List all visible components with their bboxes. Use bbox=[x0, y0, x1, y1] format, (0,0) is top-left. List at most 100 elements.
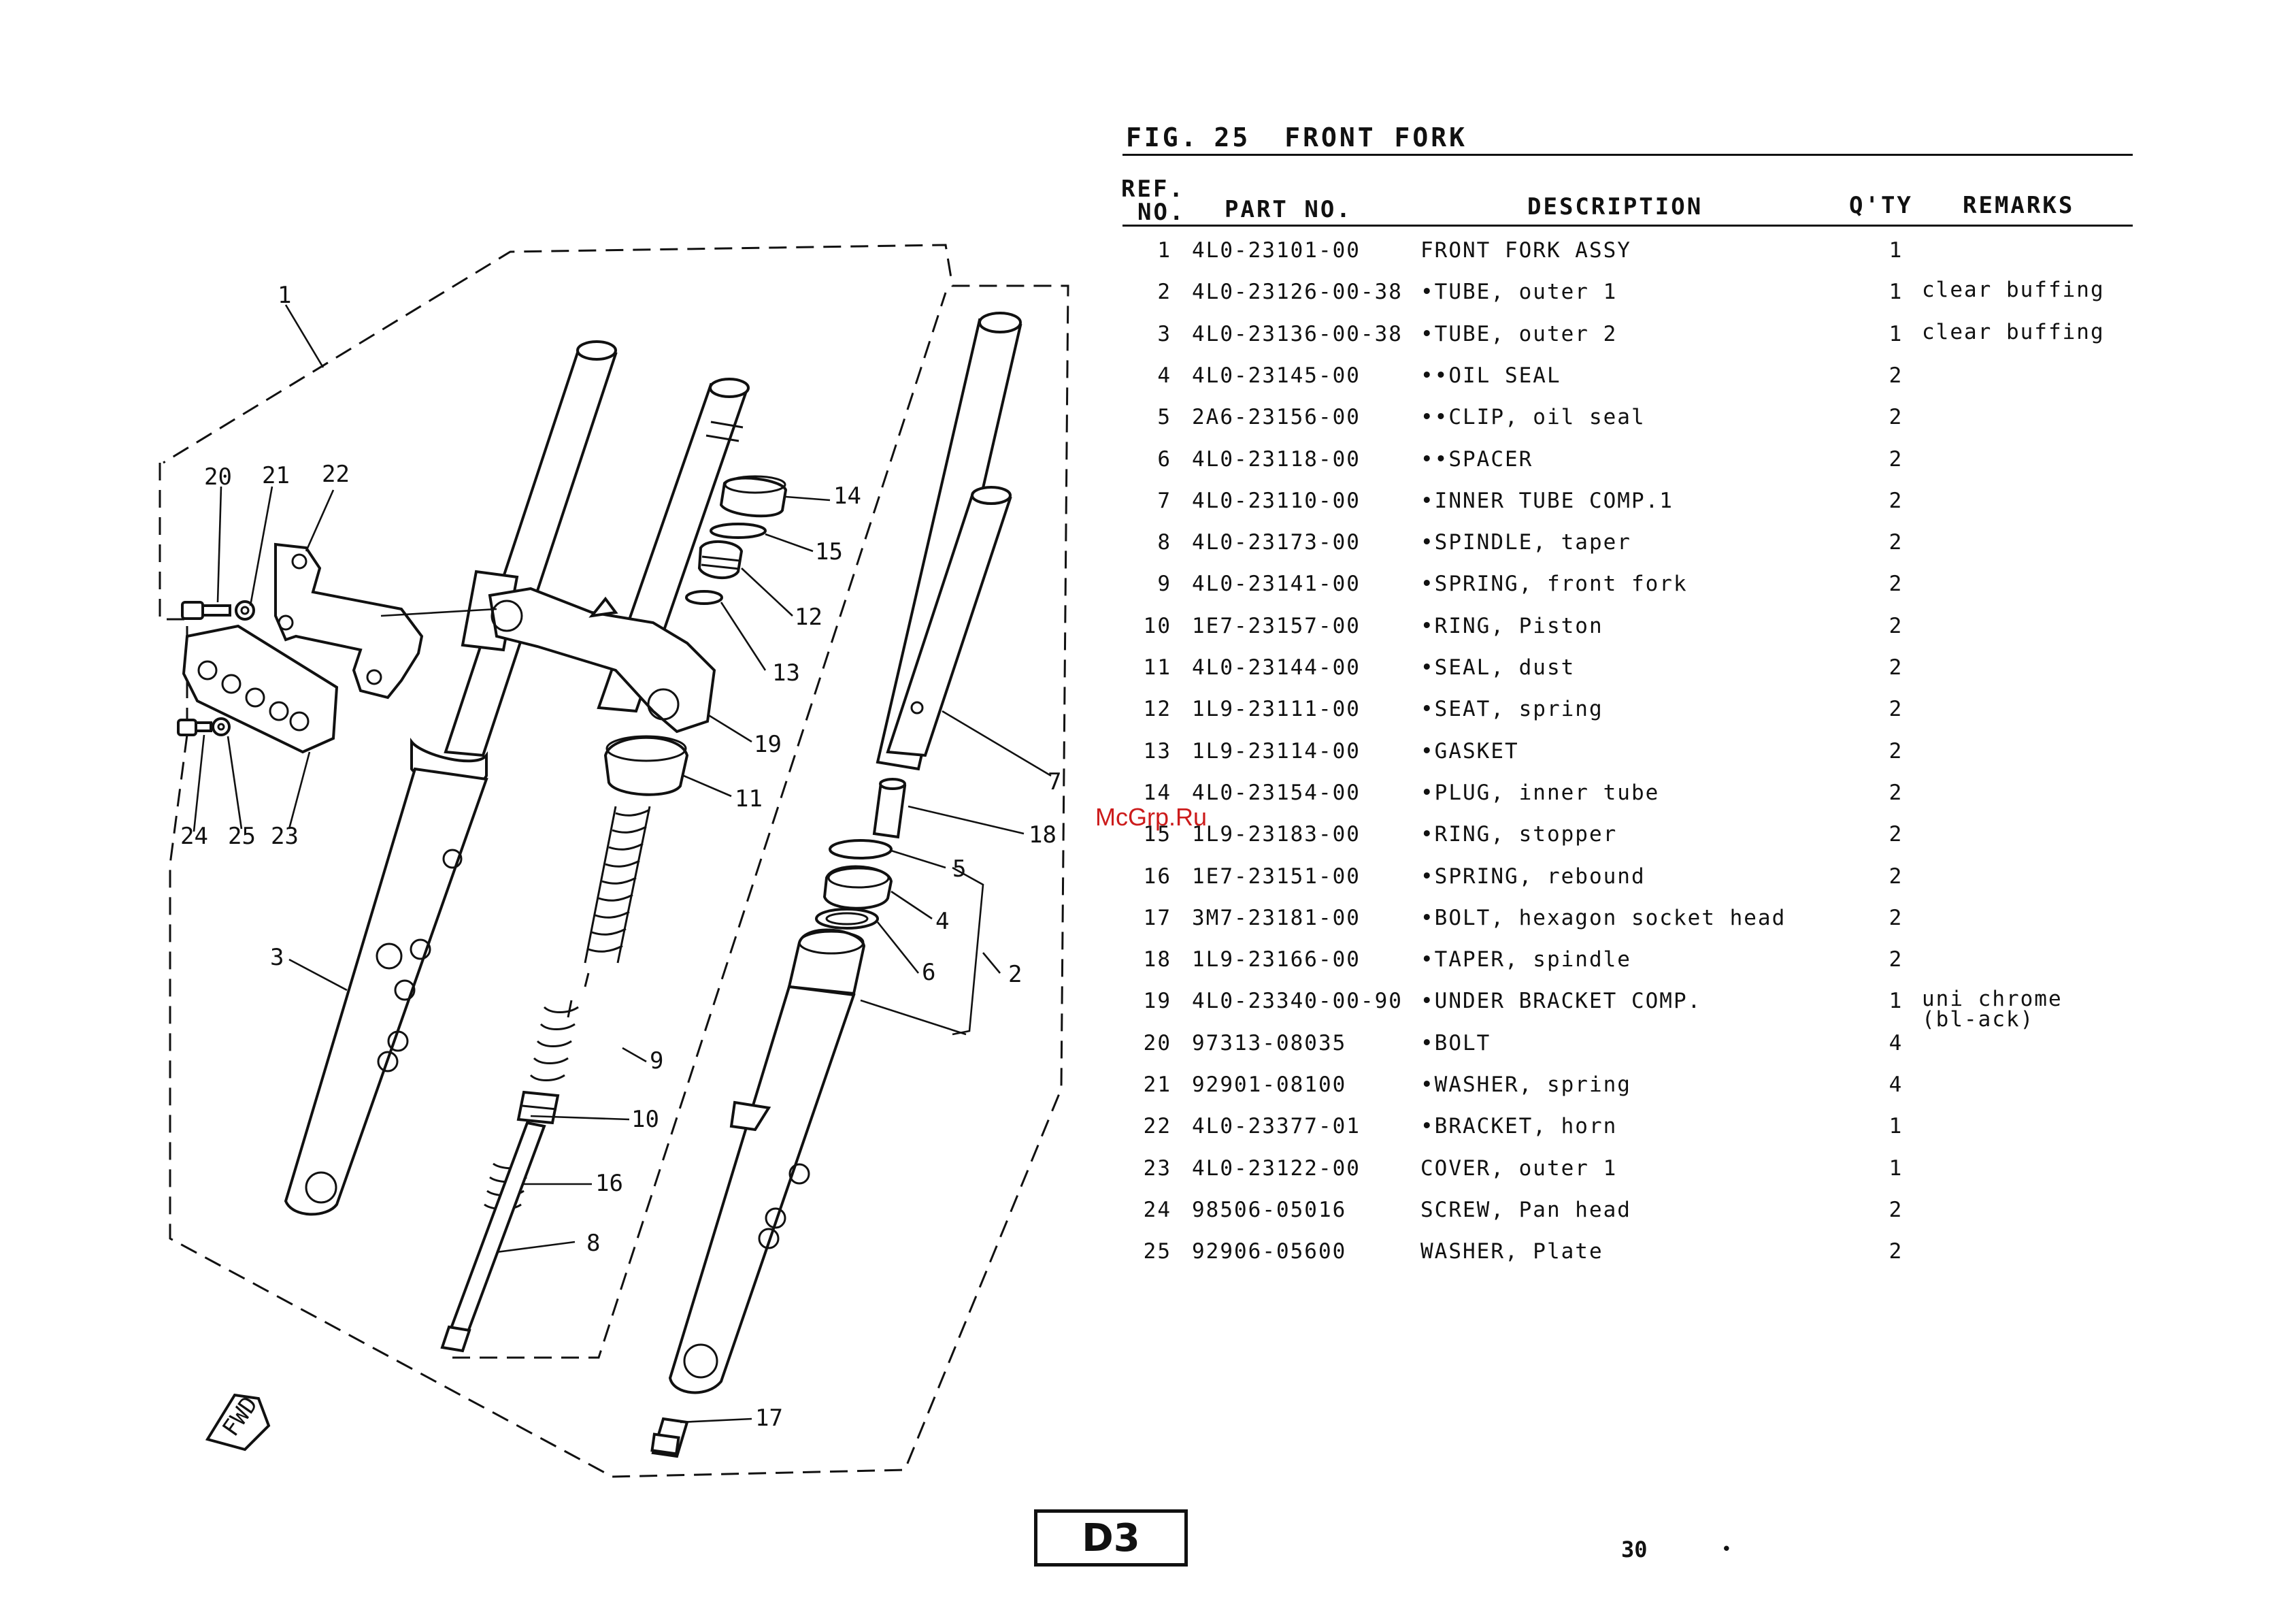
part-no-cell: 97313-08035 bbox=[1192, 1030, 1347, 1055]
part-no-cell: 92901-08100 bbox=[1192, 1072, 1347, 1097]
description-cell: •BRACKET, horn bbox=[1420, 1114, 1618, 1139]
callout-5: 5 bbox=[952, 855, 966, 883]
qty-cell: 2 bbox=[1889, 613, 1903, 638]
figure-name: FRONT FORK bbox=[1284, 122, 1468, 152]
ref-cell: 2 bbox=[1157, 280, 1171, 305]
dust-seal-part bbox=[603, 735, 689, 796]
part-no-cell: 1L9-23166-00 bbox=[1192, 947, 1361, 972]
qty-cell: 2 bbox=[1889, 655, 1903, 680]
spring-seat-part bbox=[697, 540, 744, 580]
figure-title: FIG. 25 FRONT FORK bbox=[1126, 122, 1467, 152]
callout-8: 8 bbox=[586, 1230, 600, 1257]
ref-cell: 7 bbox=[1157, 488, 1171, 513]
ref-cell: 6 bbox=[1157, 446, 1171, 472]
callout-13: 13 bbox=[772, 659, 800, 687]
callout-15: 15 bbox=[815, 538, 843, 565]
description-cell: COVER, outer 1 bbox=[1420, 1155, 1618, 1181]
outer-tube-1-part bbox=[668, 928, 866, 1394]
qty-cell: 2 bbox=[1889, 1239, 1903, 1264]
part-no-cell: 3M7-23181-00 bbox=[1192, 905, 1361, 930]
callout-1: 1 bbox=[278, 282, 291, 309]
gasket-part bbox=[685, 590, 723, 605]
column-header-description: DESCRIPTION bbox=[1527, 193, 1703, 220]
callout-21: 21 bbox=[262, 462, 290, 489]
taper-spindle-upper-part bbox=[872, 778, 907, 839]
description-cell: •UNDER BRACKET COMP. bbox=[1420, 989, 1702, 1014]
part-no-cell: 1L9-23183-00 bbox=[1192, 822, 1361, 847]
remarks-cell: uni chrome (bl-ack) bbox=[1922, 987, 2063, 1032]
oil-seal-part bbox=[822, 865, 893, 910]
callout-3: 3 bbox=[270, 944, 284, 971]
horn-bracket-part bbox=[274, 542, 424, 700]
forward-direction-marker: FWD bbox=[205, 1392, 271, 1452]
spacer-part bbox=[815, 908, 879, 930]
description-cell: FRONT FORK ASSY bbox=[1420, 238, 1631, 263]
column-header-ref: REF. bbox=[1121, 176, 1185, 203]
description-cell: •WASHER, spring bbox=[1420, 1072, 1631, 1097]
ref-cell: 15 bbox=[1143, 822, 1171, 847]
qty-cell: 4 bbox=[1889, 1030, 1903, 1055]
description-cell: •SPINDLE, taper bbox=[1420, 530, 1631, 555]
outer-tube-2-part bbox=[284, 340, 618, 1216]
figure-number: 25 bbox=[1214, 122, 1251, 152]
part-no-cell: 4L0-23154-00 bbox=[1192, 780, 1361, 805]
callout-18: 18 bbox=[1029, 821, 1057, 849]
qty-cell: 1 bbox=[1889, 1155, 1903, 1181]
callout-16: 16 bbox=[595, 1170, 623, 1197]
qty-cell: 1 bbox=[1889, 238, 1903, 263]
part-no-cell: 4L0-23118-00 bbox=[1192, 446, 1361, 472]
subassembly-outline bbox=[452, 292, 947, 1359]
callout-22: 22 bbox=[322, 461, 350, 488]
part-no-cell: 4L0-23126-00-38 bbox=[1192, 280, 1403, 305]
part-no-cell: 1L9-23111-00 bbox=[1192, 697, 1361, 722]
outer-cover-part bbox=[182, 624, 339, 754]
column-header-ref-no: NO. bbox=[1137, 199, 1186, 226]
ref-cell: 10 bbox=[1143, 613, 1171, 638]
qty-cell: 2 bbox=[1889, 822, 1903, 847]
callout-14: 14 bbox=[833, 482, 861, 510]
qty-cell: 1 bbox=[1889, 989, 1903, 1014]
ref-cell: 17 bbox=[1143, 905, 1171, 930]
part-no-cell: 98506-05016 bbox=[1192, 1197, 1347, 1222]
oil-seal-clip-part bbox=[829, 839, 893, 859]
callout-6: 6 bbox=[922, 959, 935, 986]
qty-cell: 2 bbox=[1889, 405, 1903, 430]
ref-cell: 9 bbox=[1157, 572, 1171, 597]
description-cell: ••SPACER bbox=[1420, 446, 1533, 472]
ref-cell: 25 bbox=[1143, 1239, 1171, 1264]
qty-cell: 4 bbox=[1889, 1072, 1903, 1097]
stopper-ring-part bbox=[710, 523, 767, 539]
figure-label: FIG. bbox=[1126, 122, 1199, 152]
qty-cell: 1 bbox=[1889, 321, 1903, 346]
callout-20: 20 bbox=[204, 463, 232, 491]
ref-cell: 24 bbox=[1143, 1197, 1171, 1222]
description-cell: •TUBE, outer 1 bbox=[1420, 280, 1618, 305]
ref-cell: 18 bbox=[1143, 947, 1171, 972]
part-no-cell: 4L0-23340-00-90 bbox=[1192, 989, 1403, 1014]
part-no-cell: 4L0-23173-00 bbox=[1192, 530, 1361, 555]
callout-10: 10 bbox=[631, 1106, 659, 1133]
description-cell: •SEAT, spring bbox=[1420, 697, 1603, 722]
ref-cell: 16 bbox=[1143, 864, 1171, 889]
part-no-cell: 2A6-23156-00 bbox=[1192, 405, 1361, 430]
part-no-cell: 1E7-23151-00 bbox=[1192, 864, 1361, 889]
description-cell: •BOLT bbox=[1420, 1030, 1491, 1055]
front-fork-exploded-diagram: FWD bbox=[159, 244, 1069, 1478]
spring-washer-part bbox=[235, 600, 255, 621]
callout-24: 24 bbox=[180, 823, 208, 850]
footer-dot: • bbox=[1721, 1539, 1732, 1560]
description-cell: •INNER TUBE COMP.1 bbox=[1420, 488, 1674, 513]
ref-cell: 19 bbox=[1143, 989, 1171, 1014]
qty-cell: 2 bbox=[1889, 697, 1903, 722]
qty-cell: 2 bbox=[1889, 1197, 1903, 1222]
